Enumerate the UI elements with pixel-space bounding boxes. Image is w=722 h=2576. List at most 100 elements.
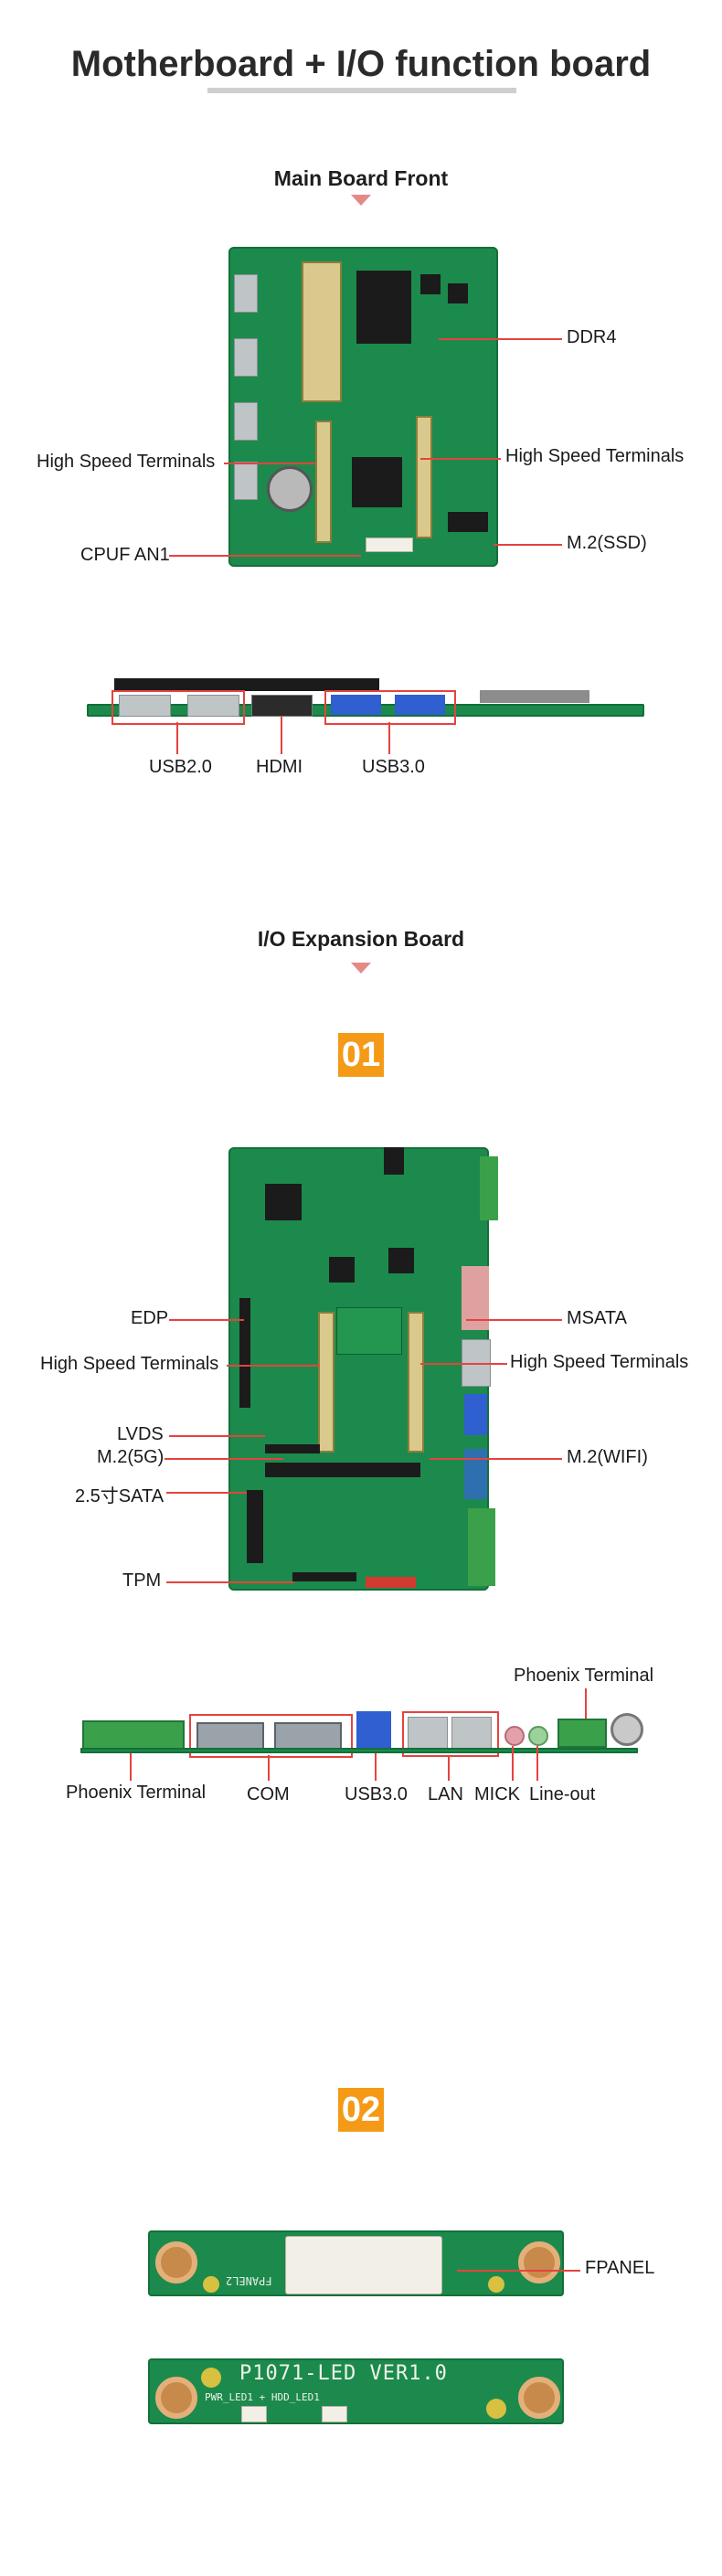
via-pad: [201, 2368, 221, 2388]
leader-line: [227, 1365, 320, 1367]
lan-port: [451, 1717, 492, 1751]
leader-line: [420, 1363, 507, 1365]
badge-02: 02: [338, 2088, 384, 2132]
board-edge-shield: [114, 678, 379, 691]
tpm-header: [292, 1572, 356, 1581]
label-edp: EDP: [131, 1308, 169, 1328]
label-com: COM: [247, 1784, 290, 1804]
title-underline: [207, 88, 516, 93]
hdmi-port: [251, 695, 313, 717]
label-lvds: LVDS: [117, 1424, 164, 1444]
msata-slot: [336, 1307, 402, 1355]
usb3-port: [464, 1394, 487, 1435]
label-sata: 2.5寸SATA: [75, 1486, 165, 1506]
lineout-jack: [528, 1726, 548, 1746]
label-lineout: Line-out: [529, 1784, 596, 1804]
label-lan: LAN: [428, 1784, 463, 1804]
chip: [265, 1184, 302, 1220]
phoenix-terminal-left: [82, 1720, 185, 1751]
via-pad: [203, 2276, 219, 2293]
leader-line: [536, 1746, 538, 1781]
usb-port: [234, 462, 258, 500]
chip: [356, 271, 411, 344]
leader-line: [165, 1458, 283, 1460]
fpanel-connector: [285, 2236, 442, 2294]
heatsink: [480, 690, 589, 703]
leader-line: [130, 1753, 132, 1781]
lan-highlight: [402, 1711, 499, 1757]
label-usb2: USB2.0: [149, 757, 212, 777]
led-silkscreen: PWR_LED1 + HDD_LED1: [205, 2391, 320, 2403]
leader-line: [169, 1435, 265, 1437]
label-mick: MICK: [474, 1784, 520, 1804]
board-silkscreen: P1071-LED VER1.0: [239, 2362, 448, 2385]
usb3-highlight: [324, 690, 456, 725]
mounting-hole: [518, 2377, 560, 2419]
led-board-front: FPANEL2: [148, 2230, 564, 2296]
com-port: [274, 1722, 342, 1750]
mounting-hole: [518, 2241, 560, 2283]
label-tpm: TPM: [122, 1570, 162, 1591]
chip: [329, 1257, 355, 1283]
io-board-photo: [228, 1147, 498, 1591]
io-board-heading: I/O Expansion Board: [257, 927, 465, 951]
leader-line: [494, 544, 562, 546]
label-m2-wifi: M.2(WIFI): [567, 1447, 648, 1467]
leader-line: [224, 463, 315, 464]
com-port: [196, 1722, 264, 1750]
label-ddr4: DDR4: [567, 327, 617, 347]
leader-line: [585, 1688, 587, 1720]
m2-5g-slot: [265, 1463, 338, 1477]
phoenix-terminal-top: [480, 1156, 498, 1220]
heading-arrow-icon: [351, 963, 371, 974]
leader-line: [466, 1319, 562, 1321]
heading-arrow-icon: [351, 195, 371, 206]
high-speed-connector-left: [315, 420, 332, 543]
usb3-port: [395, 695, 445, 715]
phoenix-terminal-right: [557, 1719, 607, 1748]
m2-wifi-slot: [338, 1463, 420, 1477]
hdmi-port: [234, 402, 258, 441]
leader-line: [420, 458, 501, 460]
sata-connector: [247, 1490, 263, 1563]
main-board-heading: Main Board Front: [273, 166, 449, 190]
label-usb3: USB3.0: [362, 757, 425, 777]
label-high-speed-right: High Speed Terminals: [505, 446, 685, 466]
io-board-side-view: [80, 1748, 638, 1753]
usb-port: [234, 274, 258, 313]
cmos-battery: [267, 466, 313, 512]
com-port: [464, 1449, 487, 1499]
com-highlight: [189, 1714, 353, 1758]
usb2-port: [119, 695, 171, 717]
main-board-photo: [228, 247, 498, 567]
mic-jack: [504, 1726, 525, 1746]
label-fpanel: FPANEL: [585, 2258, 655, 2278]
led: [322, 2406, 347, 2422]
leader-line: [375, 1753, 377, 1781]
label-cpufan: CPUF AN1: [80, 545, 170, 565]
label-hdmi: HDMI: [256, 757, 303, 777]
leader-line: [457, 2270, 580, 2272]
usb3-port: [331, 695, 381, 715]
fan-header: [366, 538, 413, 552]
mounting-hole: [155, 2377, 197, 2419]
leader-line: [439, 338, 562, 340]
chip: [420, 274, 441, 294]
lan-port: [408, 1717, 448, 1751]
high-speed-connector-right: [408, 1312, 424, 1453]
usb3-port: [356, 1711, 391, 1751]
mounting-hole: [155, 2241, 197, 2283]
leader-line: [169, 1319, 244, 1321]
label-m2-5g: M.2(5G): [97, 1447, 165, 1467]
via-pad: [486, 2399, 506, 2419]
via-pad: [488, 2276, 504, 2293]
board-silkscreen: FPANEL2: [226, 2274, 272, 2287]
leader-line: [448, 1755, 450, 1781]
leader-line: [268, 1755, 270, 1781]
led: [241, 2406, 267, 2422]
leader-line: [281, 717, 282, 754]
chip: [384, 1147, 404, 1175]
label-io-usb3: USB3.0: [345, 1784, 408, 1804]
usb-port: [234, 338, 258, 377]
dc-jack: [611, 1713, 643, 1746]
